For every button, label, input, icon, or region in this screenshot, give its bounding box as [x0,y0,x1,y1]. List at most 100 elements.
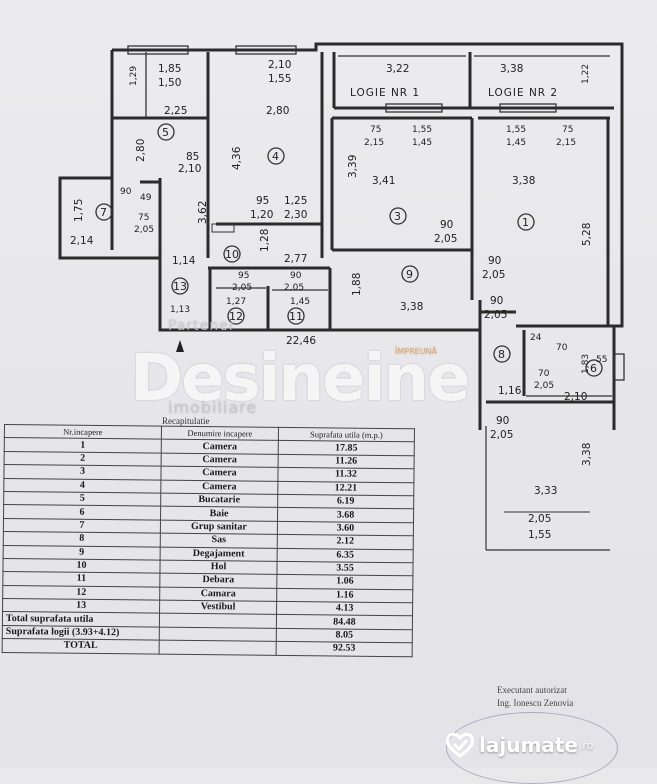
dimension: 2,25 [164,105,187,117]
dimension: 2,10 [268,59,291,71]
cell-area: 3.60 [277,521,414,536]
room-number: 6 [590,362,597,375]
cell-area: 6.35 [277,547,414,563]
dimension: 3,22 [386,63,409,75]
dimension: 1,22 [581,64,591,84]
window [127,45,189,55]
room-number: 3 [394,210,401,223]
dimension: 85 [186,151,199,163]
heart-check-icon [445,732,475,758]
dimension: 75 [562,125,573,135]
dimension: 1,75 [73,199,85,222]
empty-cell [159,613,277,629]
cell-name: Degajament [160,546,278,562]
dimension: 2,05 [434,233,457,245]
watermark-tag: ÎMPREUNĂ [395,347,438,356]
dimensions: 1,85 1,50 2,10 1,55 3,22 3,38 1,29 1,22 … [70,59,607,427]
watermark-top-text: Partener [168,318,236,334]
room-number: 10 [225,248,239,261]
window [499,103,557,113]
cell-name: Grup sanitar [160,519,278,535]
dimension: 1,25 [284,195,307,207]
cell-area: 11.32 [277,467,415,483]
total-label: TOTAL [2,638,160,654]
window [385,103,443,113]
cell-name: Bucatarie [160,493,278,508]
entrance-arrow [176,340,184,352]
dimension: 1,83 [581,354,591,374]
cell-name: Vestibul [159,600,277,615]
cell-area: 17.85 [278,440,415,456]
dimension: 2,30 [284,209,307,221]
dimension: 1,50 [158,77,181,89]
dimension: 75 [370,125,381,135]
window [235,45,297,55]
cell-area: 2.12 [277,534,414,550]
empty-cell [159,640,277,656]
outer-wall [58,42,624,430]
recap-title: Recapitulatie [162,416,210,426]
dimension: 1,14 [172,255,196,267]
room-number: 8 [498,348,505,361]
dimension: 1,55 [528,529,551,541]
dimension: 2,80 [266,105,289,117]
cell-name: Camera [160,479,278,495]
total-value: 92.53 [276,641,413,657]
loggia-value: 8.05 [276,628,413,644]
dimension: 70 [556,343,568,353]
dimension: 2,05 [490,429,513,441]
dimension: 2,05 [534,381,554,391]
dimension: 1,45 [412,138,432,148]
dimension: 2,05 [134,225,154,235]
cell-name: Camera [161,452,279,468]
brand-tld: .ro [578,738,594,752]
cell-area: 3.68 [277,507,414,523]
room-number: 1 [522,216,529,229]
dimension: 3,38 [400,301,423,313]
brand-name: lajumate [479,733,578,757]
dimension: 1,45 [290,297,310,307]
room-number: 5 [162,126,169,139]
watermark-sub-text: imobiliare [168,398,258,417]
dimension: 3,41 [372,175,395,187]
window [613,353,625,381]
cell-name: Camera [161,439,279,455]
loggia-label: Suprafata logii (3.93+4.12) [2,625,160,641]
executant-label: Executant autorizat [497,685,567,695]
dimension: 1,29 [129,66,139,86]
cell-area: 4.13 [276,601,413,617]
total-util-label: Total suprafata utila [2,611,160,627]
dimension: 1,16 [498,385,522,397]
cell-area: 11.26 [278,454,415,469]
header-name: Denumire incapere [161,426,279,441]
dimension: 1,45 [506,138,526,148]
cell-area: 1.16 [276,588,413,603]
dimension: 2,15 [556,138,576,148]
dimension: 4,36 [231,146,243,170]
dimension: 1,55 [412,125,432,135]
dimension: 3,38 [581,443,593,466]
dimension: 1,85 [158,63,181,75]
dimension: 1,28 [259,229,271,252]
dimension: 2,05 [232,283,252,293]
dimension: 55 [596,355,607,365]
room-number: 13 [173,280,187,293]
empty-cell [159,626,277,642]
cell-name: Baie [160,506,278,522]
dimension: 2,80 [135,139,147,162]
dimension: 95 [256,195,269,207]
cell-name: Debara [159,573,277,589]
dimension: 1,55 [268,73,291,85]
dimension: 1,55 [506,125,526,135]
lajumate-logo[interactable]: lajumate.ro [445,728,593,762]
shaft [211,223,235,233]
dimension: 3,62 [197,201,209,224]
dimension: 3,39 [347,155,359,178]
loggia-1-label: LOGIE NR 1 [350,87,420,99]
room-number: 7 [100,206,107,219]
cell-area: 6.19 [277,494,414,510]
engineer-name: Ing. Ionescu Zenovia [497,698,574,708]
cell-name: Sas [160,533,278,548]
